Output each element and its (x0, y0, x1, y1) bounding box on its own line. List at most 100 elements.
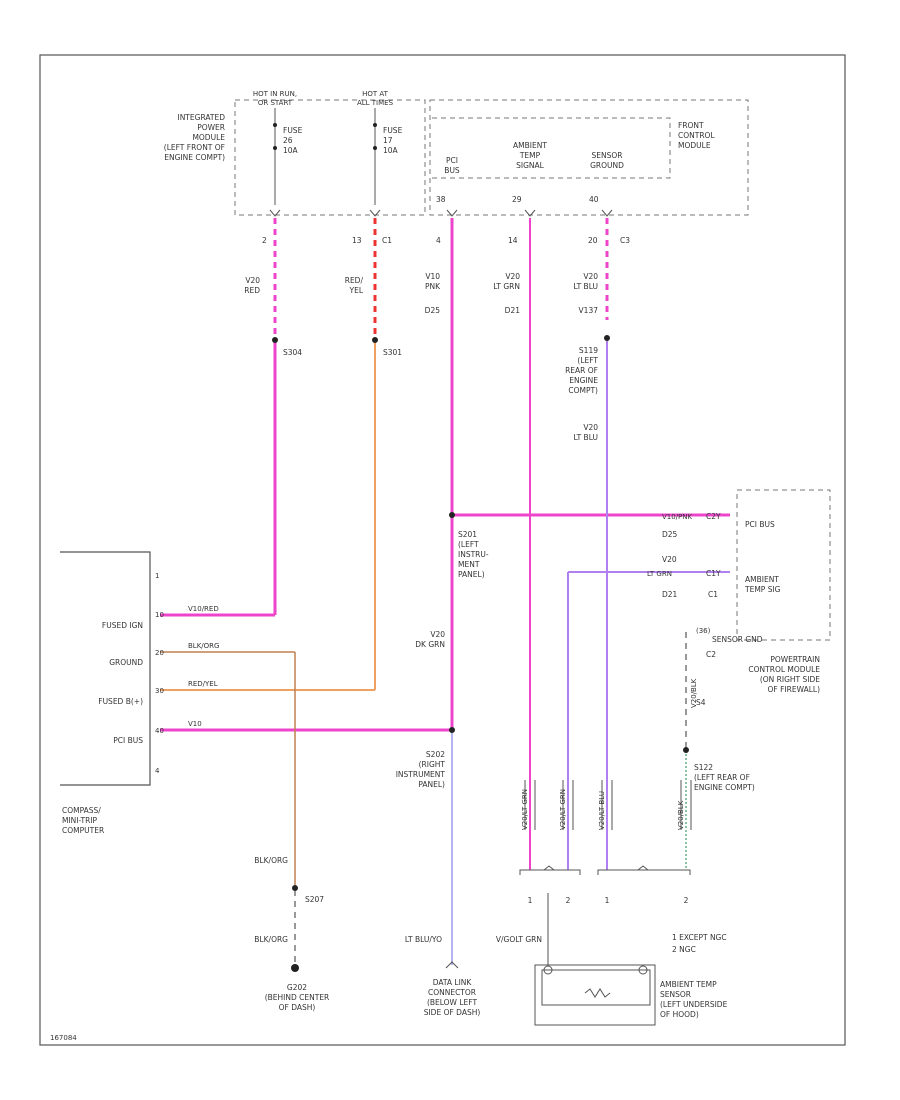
svg-text:2: 2 (684, 896, 689, 905)
svg-text:DATA LINK: DATA LINK (433, 978, 473, 987)
svg-text:CONTROL: CONTROL (678, 131, 715, 140)
svg-text:FUSED IGN: FUSED IGN (102, 621, 143, 630)
svg-text:V20: V20 (662, 555, 677, 564)
hot-run-label: HOT IN RUN, OR START (253, 90, 297, 107)
dlc-connector (445, 961, 459, 969)
svg-text:CONNECTOR: CONNECTOR (428, 988, 476, 997)
svg-text:BLK/ORG: BLK/ORG (188, 642, 219, 650)
svg-text:20: 20 (155, 649, 164, 657)
svg-text:14: 14 (508, 236, 518, 245)
svg-text:FUSED B(+): FUSED B(+) (98, 697, 143, 706)
ipm-label: INTEGRATED POWER MODULE (LEFT FRONT OF E… (164, 113, 225, 162)
svg-text:MINI-TRIP: MINI-TRIP (62, 816, 98, 825)
splice-s207: S207 (305, 895, 324, 904)
bottom-connectors: 1 2 1 2 (519, 865, 691, 905)
wire-labels-e2: V20 LT BLU (573, 423, 598, 442)
diagram-frame (39, 54, 846, 1046)
svg-text:C3: C3 (620, 236, 630, 245)
wire-inline-connectors (524, 780, 692, 830)
svg-text:10A: 10A (283, 146, 299, 155)
svg-text:V20/LT GRN: V20/LT GRN (521, 789, 529, 830)
svg-text:HOT AT: HOT AT (362, 90, 389, 98)
svg-text:4: 4 (155, 767, 160, 775)
svg-text:V20/BLK: V20/BLK (690, 678, 698, 708)
svg-text:YEL: YEL (349, 286, 364, 295)
svg-text:(LEFT FRONT OF: (LEFT FRONT OF (164, 143, 225, 152)
svg-text:AMBIENT: AMBIENT (513, 141, 547, 150)
svg-text:V20: V20 (245, 276, 260, 285)
svg-text:PCI BUS: PCI BUS (745, 520, 775, 529)
svg-text:13: 13 (352, 236, 362, 245)
svg-text:4: 4 (436, 236, 441, 245)
svg-text:V20: V20 (430, 630, 445, 639)
top-connectors (269, 209, 613, 217)
svg-text:LT BLU: LT BLU (573, 433, 598, 442)
svg-text:C1: C1 (708, 590, 718, 599)
svg-text:10A: 10A (383, 146, 399, 155)
wire-labels-top: V20 RED RED/ YEL V10 PNK D25 V20 LT GRN … (244, 272, 598, 315)
svg-text:(LEFT REAR OF: (LEFT REAR OF (694, 773, 750, 782)
svg-text:RED: RED (244, 286, 260, 295)
wire-pci-bus (160, 218, 730, 965)
svg-text:GROUND: GROUND (590, 161, 624, 170)
svg-text:TEMP: TEMP (519, 151, 541, 160)
svg-text:OF FIREWALL): OF FIREWALL) (768, 685, 821, 694)
svg-text:ENGINE COMPT): ENGINE COMPT) (694, 783, 755, 792)
svg-text:V10: V10 (425, 272, 440, 281)
svg-text:MODULE: MODULE (192, 133, 225, 142)
svg-text:SENSOR GND: SENSOR GND (712, 635, 763, 644)
svg-text:(BEHIND CENTER: (BEHIND CENTER (265, 993, 330, 1002)
svg-text:(LEFT: (LEFT (458, 540, 479, 549)
svg-text:TEMP SIG: TEMP SIG (744, 585, 781, 594)
fcm-pins-text: PCI BUS AMBIENT TEMP SIGNAL SENSOR GROUN… (436, 141, 624, 204)
svg-text:LT BLU: LT BLU (573, 282, 598, 291)
svg-text:V137: V137 (579, 306, 599, 315)
svg-text:PANEL): PANEL) (458, 570, 485, 579)
svg-text:(BELOW LEFT: (BELOW LEFT (427, 998, 478, 1007)
svg-text:(36): (36) (696, 627, 711, 635)
wire-ambient-signal (529, 218, 730, 870)
svg-text:LT GRN: LT GRN (493, 282, 520, 291)
svg-text:OF HOOD): OF HOOD) (660, 1010, 699, 1019)
svg-text:10: 10 (155, 611, 164, 619)
svg-text:V10/RED: V10/RED (188, 605, 219, 613)
svg-text:26: 26 (283, 136, 293, 145)
wire-pcm-ground (683, 632, 689, 870)
wire-label-blk-org-1: BLK/ORG (254, 856, 288, 865)
vertical-wire-labels: V20/LT GRN V20/LT GRN V20/LT BLU V20/BLK (521, 789, 685, 830)
svg-text:C1Y: C1Y (706, 569, 721, 578)
svg-text:INSTRUMENT: INSTRUMENT (396, 770, 446, 779)
svg-text:D21: D21 (505, 306, 521, 315)
cmtc-pins: FUSED IGN GROUND FUSED B(+) PCI BUS 1 10… (98, 572, 219, 775)
svg-text:(LEFT UNDERSIDE: (LEFT UNDERSIDE (660, 1000, 728, 1009)
splice-s122: S122 (LEFT REAR OF ENGINE COMPT) (694, 763, 755, 792)
svg-text:AMBIENT TEMP: AMBIENT TEMP (660, 980, 717, 989)
svg-text:INSTRU-: INSTRU- (458, 550, 489, 559)
svg-text:RED/YEL: RED/YEL (188, 680, 218, 688)
svg-text:FUSE: FUSE (383, 126, 403, 135)
fuse-17: FUSE 17 10A (373, 108, 403, 205)
svg-text:COMPT): COMPT) (568, 386, 598, 395)
svg-text:C2Y: C2Y (706, 512, 721, 521)
svg-text:V20/LT BLU: V20/LT BLU (598, 791, 606, 830)
svg-text:2: 2 (566, 896, 571, 905)
splice-s119: S119 (LEFT REAR OF ENGINE COMPT) (565, 346, 598, 395)
svg-text:HOT IN RUN,: HOT IN RUN, (253, 90, 297, 98)
svg-text:1: 1 (605, 896, 610, 905)
wire-fused-ign (160, 218, 278, 617)
svg-text:DK GRN: DK GRN (415, 640, 445, 649)
svg-text:(ON RIGHT SIDE: (ON RIGHT SIDE (760, 675, 820, 684)
svg-text:ALL TIMES: ALL TIMES (357, 99, 394, 107)
svg-text:PCI: PCI (446, 156, 458, 165)
svg-text:PCI BUS: PCI BUS (113, 736, 143, 745)
svg-text:29: 29 (512, 195, 522, 204)
legend: 1 EXCEPT NGC 2 NGC (672, 933, 727, 954)
svg-text:ENGINE COMPT): ENGINE COMPT) (164, 153, 225, 162)
svg-text:D25: D25 (662, 530, 678, 539)
figure-id: 167084 (50, 1034, 77, 1042)
svg-text:OF DASH): OF DASH) (279, 1003, 316, 1012)
svg-text:V20/LT GRN: V20/LT GRN (559, 789, 567, 830)
svg-text:V20: V20 (583, 423, 598, 432)
wire-ground (160, 651, 299, 972)
svg-text:MODULE: MODULE (678, 141, 711, 150)
